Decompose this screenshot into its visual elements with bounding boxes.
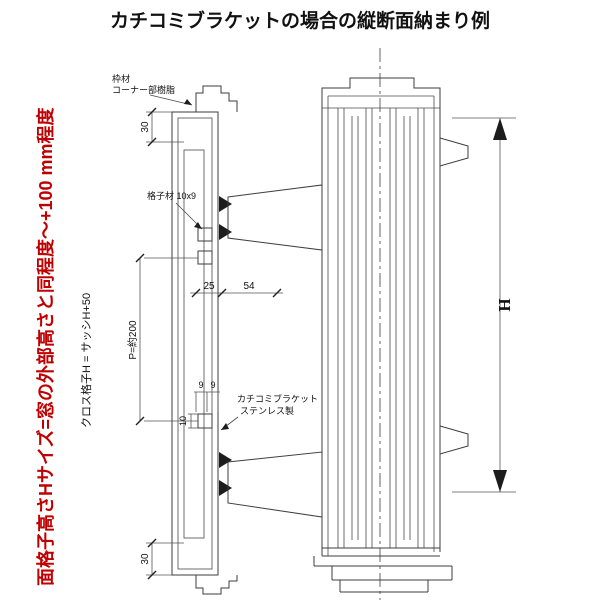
height-note-red: 面格子高さHサイズ=窓の外部高さと同程度〜+100 mm程度 (35, 106, 56, 586)
dim-top-30: 30 (140, 121, 151, 133)
dim-tick (217, 288, 227, 298)
sash-section (313, 48, 469, 600)
cross-lattice-note: クロス格子H = サッシH+50 (79, 293, 93, 428)
leader-arrow-icon (221, 423, 229, 430)
dim-pitch: P=約200 (126, 320, 139, 360)
lattice-inner-profile (177, 117, 213, 570)
label-bracket: カチコミブラケット (237, 393, 318, 404)
wedge-clip-icon (219, 196, 232, 212)
drawing-title: カチコミブラケットの場合の縦断面納まり例 (110, 9, 490, 32)
leader-arrow-icon (194, 222, 202, 229)
wedge-clip-icon (219, 480, 232, 496)
mount-fin-top (439, 137, 469, 167)
dim-tick (147, 538, 157, 548)
sash-top-cap (321, 77, 441, 108)
lattice-section (171, 85, 238, 595)
bracket-arm-upper (227, 184, 323, 251)
leader-arrow-icon (184, 99, 192, 105)
label-lattice-bar: 格子材 10x9 (147, 190, 196, 201)
arrow-down-icon (493, 470, 507, 492)
dim-tick (147, 137, 157, 147)
dim-54: 54 (243, 281, 255, 292)
dimensions: 30 30 P=約200 25 54 9 9 10 (126, 107, 516, 580)
dim-tick (135, 253, 145, 263)
label-corner-resin: コーナー部樹脂 (112, 84, 175, 95)
dim-25: 25 (203, 281, 215, 292)
dim-9b: 9 (210, 380, 215, 390)
wedge-clip-icon (219, 452, 232, 468)
label-frame: 枠材 (112, 73, 130, 84)
lattice-slot (183, 149, 205, 539)
label-bracket-material: ステンレス製 (240, 405, 294, 416)
dim-tick (135, 416, 145, 426)
dim-tick (191, 288, 201, 298)
dim-9a: 9 (198, 380, 203, 390)
lattice-bar (197, 250, 213, 265)
mount-fin-bottom (439, 425, 469, 455)
dim-10: 10 (178, 416, 188, 426)
bracket-arm-lower (227, 451, 323, 518)
lattice-bar (197, 413, 213, 429)
corner-cap-bottom (195, 575, 238, 595)
arrow-up-icon (493, 118, 507, 140)
corner-cap-top (195, 85, 238, 112)
dim-height-H: H (495, 298, 514, 311)
dim-bottom-30: 30 (140, 553, 151, 565)
bracket-arms (227, 184, 323, 518)
dim-tick (147, 107, 157, 117)
dim-tick (272, 288, 282, 298)
dim-tick (147, 570, 157, 580)
wedge-clip-icon (219, 224, 232, 240)
lattice-outer-profile (171, 111, 219, 576)
callouts: 枠材 コーナー部樹脂 格子材 10x9 カチコミブラケット ステンレス製 (112, 73, 318, 431)
lattice-bar (197, 227, 213, 242)
